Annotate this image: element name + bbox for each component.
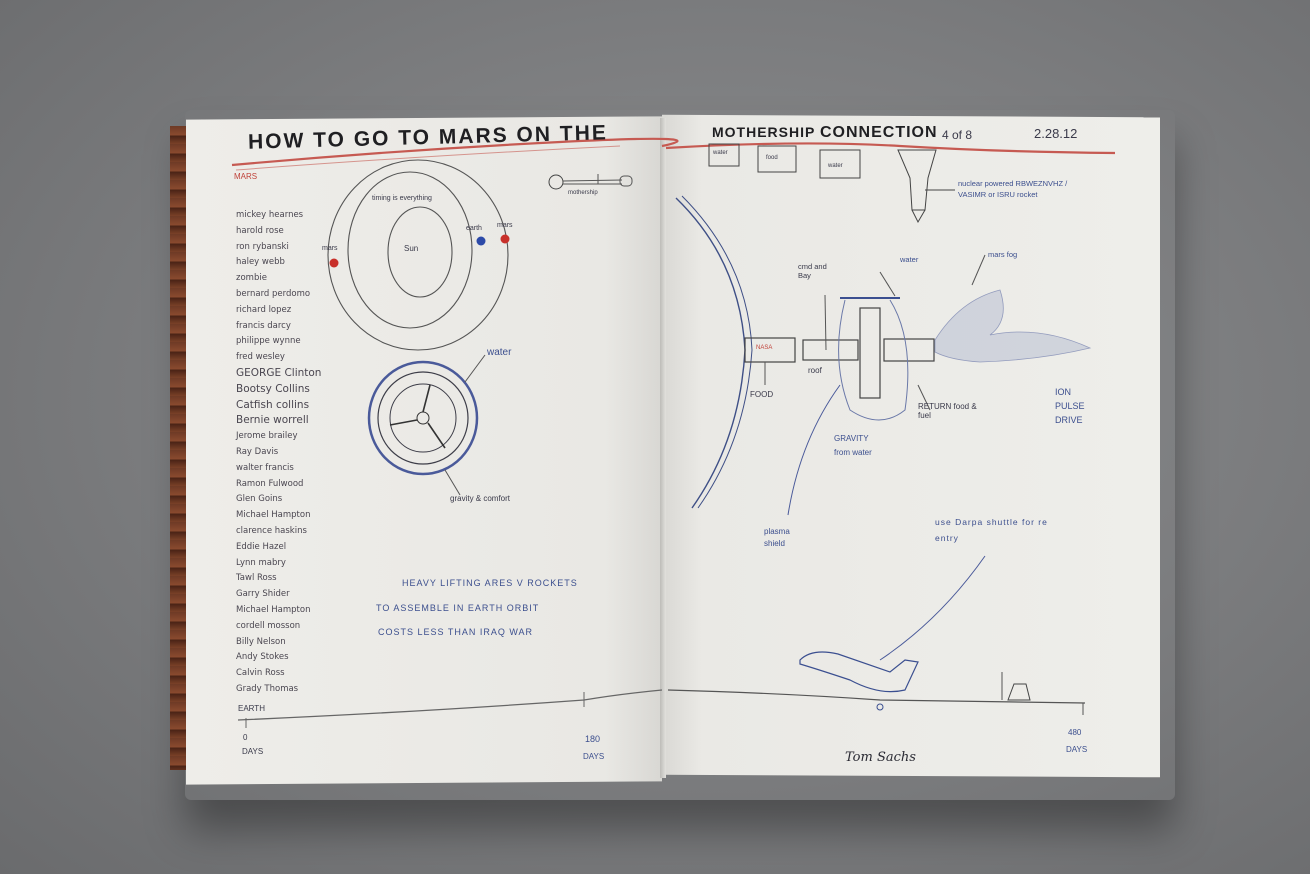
module-label-1: water (713, 150, 728, 156)
timeline-start-label: EARTH (238, 704, 265, 713)
name-entry: harold rose (236, 225, 284, 236)
name-entry: Garry Shider (236, 589, 290, 600)
name-entry: Jerome brailey (236, 431, 298, 442)
wheel-water-label: water (487, 347, 512, 358)
mars-label-right: mars (497, 222, 513, 229)
name-entry: Tawl Ross (236, 573, 277, 584)
name-entry: Bernie worrell (236, 414, 309, 427)
note-line-3: COSTS LESS THAN IRAQ WAR (378, 627, 534, 637)
label-return: RETURN food & fuel (918, 402, 977, 420)
label-center-water: water (900, 255, 919, 264)
timeline-end-value: 480 (1068, 728, 1082, 737)
name-entry: Michael Hampton (236, 510, 311, 521)
name-entry: Catfish collins (236, 398, 310, 411)
module-label-3: water (828, 163, 843, 169)
sun-label: Sun (404, 244, 419, 253)
name-entry: Grady Thomas (236, 683, 299, 694)
module-label-2: food (766, 155, 778, 161)
timeline-start-unit: DAYS (242, 747, 264, 756)
engine-note: nuclear powered RBWEZNVHZ / VASIMR or IS… (958, 179, 1068, 199)
name-entry: Glen Goins (236, 494, 283, 505)
page-count: 4 of 8 (942, 128, 973, 142)
name-entry: Ray Davis (236, 446, 279, 457)
label-mars-fog: mars fog (988, 250, 1018, 259)
name-entry: fred wesley (236, 352, 285, 363)
name-entry: zombie (236, 273, 267, 284)
name-entry: Lynn mabry (236, 557, 286, 568)
name-entry: Bootsy Collins (236, 382, 310, 395)
key-sketch-label: mothership (568, 190, 598, 196)
label-plasma-shield: plasma shield (764, 527, 790, 548)
label-roof: roof (808, 366, 822, 375)
earth-label: earth (466, 225, 482, 232)
name-entry: Calvin Ross (236, 668, 285, 679)
name-entry: GEORGE Clinton (236, 366, 322, 379)
name-entry: richard lopez (236, 304, 292, 315)
notebook-spine (170, 126, 188, 770)
note-line-2: TO ASSEMBLE IN EARTH ORBIT (376, 603, 540, 613)
name-entry: Michael Hampton (236, 604, 311, 615)
name-entry: bernard perdomo (236, 288, 311, 299)
signature: Tom Sachs (845, 750, 916, 765)
right-page (662, 114, 1160, 778)
name-entry: ron rybanski (236, 241, 289, 252)
wheel-gravity-label: gravity & comfort (450, 494, 511, 503)
page-gutter (660, 118, 666, 778)
label-command-bay: cmd and Bay (798, 262, 827, 280)
label-food: FOOD (750, 390, 774, 399)
name-entry: cordell mosson (236, 620, 301, 631)
label-ion-pulse-drive: ION PULSE DRIVE (1055, 387, 1085, 425)
section-label-mars: MARS (234, 172, 258, 181)
right-title-part1: MOTHERSHIP (712, 124, 816, 140)
name-entry: walter francis (236, 462, 294, 473)
right-title-part2: CONNECTION (819, 124, 938, 141)
name-entry: Ramon Fulwood (236, 478, 304, 489)
name-entry: Eddie Hazel (236, 541, 287, 552)
label-nasa: NASA (756, 345, 773, 351)
timeline-mid-unit: DAYS (583, 752, 605, 761)
timeline-start-value: 0 (243, 733, 248, 742)
timeline-end-unit: DAYS (1066, 745, 1088, 754)
label-gravity-water: GRAVITY from water (834, 434, 872, 457)
name-entry: Andy Stokes (236, 652, 289, 663)
note-line-1: HEAVY LIFTING ARES V ROCKETS (402, 578, 578, 588)
name-entry: Billy Nelson (236, 636, 286, 647)
name-entry: mickey hearnes (236, 210, 304, 220)
name-entry: clarence haskins (236, 525, 307, 536)
name-entry: francis darcy (236, 320, 291, 331)
mars-label-left: mars (322, 245, 338, 252)
shuttle-note: use Darpa shuttle for re entry (935, 517, 1048, 543)
timeline-mid-value: 180 (585, 734, 601, 744)
date: 2.28.12 (1034, 126, 1078, 141)
name-entry: haley webb (236, 257, 285, 268)
timing-note: timing is everything (372, 195, 432, 202)
name-entry: philippe wynne (236, 336, 301, 347)
names-list: mickey hearnes harold rose ron rybanski … (236, 208, 336, 698)
